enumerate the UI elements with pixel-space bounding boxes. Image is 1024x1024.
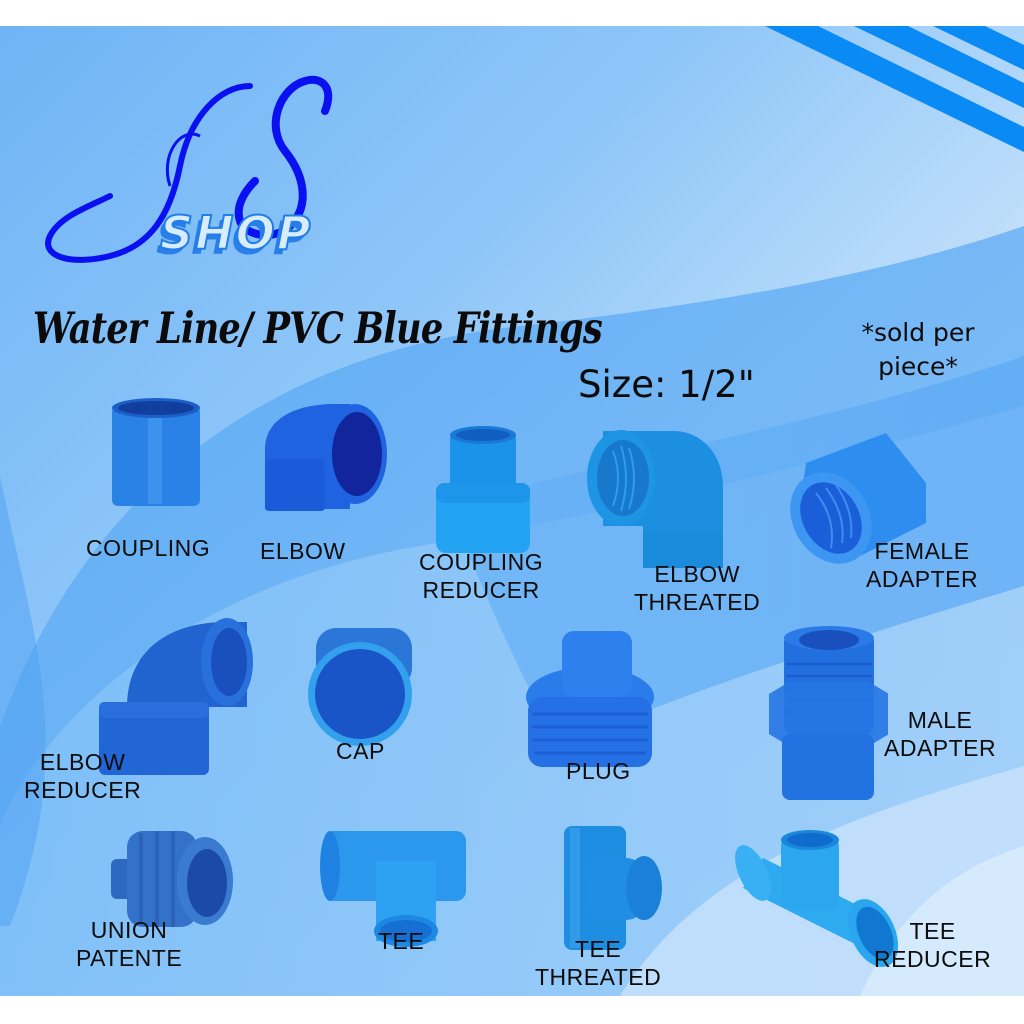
shop-wordmark: SHOP	[159, 205, 313, 261]
label-line-1: TEE	[909, 918, 956, 944]
label-line-2: REDUCER	[874, 946, 992, 972]
label-elbow-reducer: ELBOW REDUCER	[24, 748, 141, 804]
tee-reducer-image	[735, 830, 899, 967]
note-line-2: piece*	[878, 352, 958, 381]
label-line-2: THREATED	[535, 964, 662, 990]
label-line-1: ELBOW	[654, 561, 740, 587]
label-tee-threated: TEE THREATED	[535, 935, 661, 991]
label-line-1: CAP	[336, 738, 385, 764]
cap-image	[308, 628, 412, 746]
union-patente-image	[111, 831, 233, 927]
elbow-threated-image	[587, 430, 723, 568]
coupling-image	[112, 398, 200, 506]
label-tee-reducer: TEE REDUCER	[874, 917, 991, 973]
label-line-1: ELBOW	[39, 749, 126, 775]
label-line-2: ADAPTER	[884, 735, 997, 761]
product-banner: SHOP Water Line/ PVC Blue Fittings Size:…	[0, 26, 1024, 996]
tee-threated-image	[564, 826, 662, 950]
label-line-1: TEE	[575, 936, 622, 962]
label-line-2: ADAPTER	[866, 566, 979, 592]
label-male-adapter: MALE ADAPTER	[884, 706, 996, 762]
label-line-1: TEE	[378, 928, 425, 954]
label-line-1: UNION	[90, 917, 168, 943]
label-line-1: COUPLING	[86, 535, 211, 561]
elbow-reducer-image	[99, 618, 253, 775]
label-line-1: ELBOW	[260, 538, 346, 564]
coupling-reducer-image	[436, 426, 530, 553]
sold-per-piece-note: *sold per piece*	[838, 316, 998, 384]
label-line-1: PLUG	[566, 758, 631, 784]
note-line-1: *sold per	[861, 318, 975, 347]
label-female-adapter: FEMALE ADAPTER	[866, 537, 978, 593]
label-line-2: PATENTE	[76, 945, 183, 971]
label-line-2: REDUCER	[24, 777, 142, 803]
label-tee: TEE	[378, 927, 424, 955]
logo-mark-icon	[45, 75, 333, 263]
label-coupling: COUPLING	[86, 534, 210, 562]
size-label: Size: 1/2"	[578, 363, 755, 406]
male-adapter-image	[769, 626, 888, 800]
plug-image	[526, 631, 654, 767]
label-line-2: THREATED	[634, 589, 761, 615]
label-coupling-reducer: COUPLING REDUCER	[419, 548, 543, 604]
page-title: Water Line/ PVC Blue Fittings	[33, 304, 603, 354]
label-elbow-threated: ELBOW THREATED	[634, 560, 760, 616]
label-cap: CAP	[336, 737, 385, 765]
label-line-1: MALE	[907, 707, 973, 733]
label-union-patente: UNION PATENTE	[76, 916, 182, 972]
label-line-1: FEMALE	[874, 538, 970, 564]
label-elbow: ELBOW	[260, 537, 346, 565]
label-line-2: REDUCER	[422, 577, 540, 603]
elbow-image	[265, 404, 387, 511]
label-line-1: COUPLING	[419, 549, 544, 575]
female-adapter-image	[790, 433, 926, 564]
tee-image	[320, 831, 466, 947]
label-plug: PLUG	[566, 757, 631, 785]
js-shop-logo: SHOP	[20, 56, 360, 286]
